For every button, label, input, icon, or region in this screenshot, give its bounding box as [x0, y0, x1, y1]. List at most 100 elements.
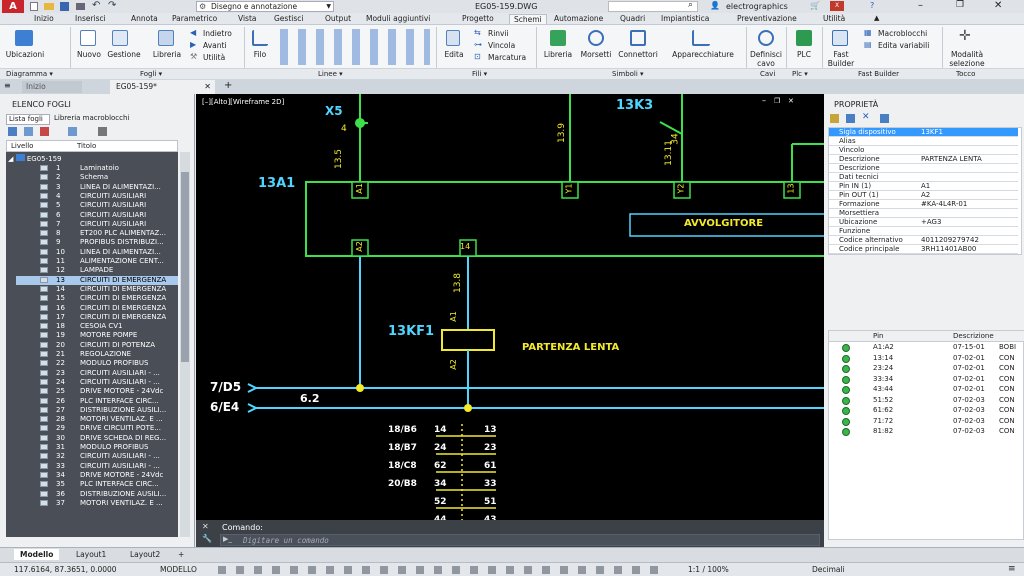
filo-button[interactable]: Filo [253, 50, 267, 59]
new-tab-button[interactable]: + [224, 80, 233, 91]
nuovo-button[interactable]: Nuovo [77, 50, 101, 59]
marcatura-button[interactable]: Marcatura [488, 53, 527, 62]
ribbon-group-label[interactable]: Diagramma ▾ [6, 70, 53, 78]
apparecchiature-button[interactable]: Apparecchiature [672, 50, 734, 59]
save-icon[interactable] [60, 2, 69, 11]
ribbon-group-label[interactable]: Fogli ▾ [140, 70, 163, 78]
model-space-button[interactable]: MODELLO [160, 565, 197, 574]
tab-impiantistica[interactable]: Impiantistica [661, 14, 710, 23]
tree-scrollbar[interactable] [180, 152, 190, 537]
tab-schemi[interactable]: Schemi [509, 14, 547, 24]
search-box[interactable] [608, 1, 698, 12]
property-row[interactable]: Alias [829, 137, 1018, 146]
customize-icon[interactable]: ≡ [1008, 564, 1016, 574]
property-value[interactable]: 4011209279742 [921, 236, 979, 244]
close-icon[interactable]: ✕ [202, 522, 209, 531]
property-row[interactable]: Dati tecnici [829, 173, 1018, 182]
tab-libreria-macroblocchi[interactable]: Libreria macroblocchi [54, 114, 130, 122]
tab-automazione[interactable]: Automazione [554, 14, 604, 23]
tab-progetto[interactable]: Progetto [462, 14, 494, 23]
property-value[interactable]: 13KF1 [921, 128, 943, 136]
rinvii-button[interactable]: Rinvii [488, 29, 509, 38]
line-tools-grid[interactable] [280, 29, 430, 65]
delete-sheet-icon[interactable] [40, 127, 49, 136]
open-icon[interactable] [44, 3, 54, 10]
add-sheet-icon[interactable] [8, 127, 17, 136]
tab-parametrico[interactable]: Parametrico [172, 14, 218, 23]
property-value[interactable]: A2 [921, 191, 931, 199]
col-titolo[interactable]: Titolo [77, 142, 97, 150]
scroll-thumb[interactable] [181, 172, 189, 362]
cart-icon[interactable]: 🛒 [810, 1, 820, 10]
property-row[interactable]: Vincolo [829, 146, 1018, 155]
undo-icon[interactable]: ↶ [92, 0, 101, 11]
property-value[interactable]: PARTENZA LENTA [921, 155, 982, 163]
annotation-scale[interactable]: 1:1 / 100% [688, 565, 729, 574]
tree-root[interactable]: ◢ EG05-159 [8, 154, 62, 163]
morsetti-button[interactable]: Morsetti [580, 50, 612, 59]
col-livello[interactable]: Livello [11, 142, 34, 150]
property-row[interactable]: Descrizione [829, 164, 1018, 173]
minimize-icon[interactable]: – [762, 96, 766, 105]
restore-icon[interactable]: ❐ [956, 0, 965, 10]
layout-tab[interactable]: Layout2 [130, 550, 161, 559]
cross-ref-icon[interactable]: ✕ [862, 112, 870, 122]
ribbon-minimize-icon[interactable]: ▲ [874, 14, 880, 22]
restore-icon[interactable]: ❐ [774, 97, 781, 105]
property-row[interactable]: Formazione#KA-4L4R-01 [829, 200, 1018, 209]
vincola-button[interactable]: Vincola [488, 41, 516, 50]
viewport-controls[interactable]: [–][Alto][Wireframe 2D] [202, 98, 285, 106]
exchange-icon[interactable]: X [830, 1, 844, 11]
property-row[interactable]: Morsettiera [829, 209, 1018, 218]
minimize-icon[interactable]: – [918, 0, 923, 11]
avanti-button[interactable]: Avanti [203, 41, 227, 50]
tab-moduli-aggiuntivi[interactable]: Moduli aggiuntivi [366, 14, 431, 23]
tab-inizio[interactable]: Inizio [34, 14, 54, 23]
macroblocchi-button[interactable]: Macroblocchi [878, 29, 928, 38]
connettori-button[interactable]: Connettori [618, 50, 658, 59]
tab-close-icon[interactable]: ✕ [204, 82, 211, 91]
libreria-button[interactable]: Libreria [152, 50, 182, 59]
plc-button[interactable]: PLC [797, 50, 811, 59]
utilita-button[interactable]: Utilità [203, 53, 226, 62]
ribbon-group-label[interactable]: Plc ▾ [792, 70, 808, 78]
layout-tab[interactable]: Layout1 [76, 550, 107, 559]
col-descrizione[interactable]: Descrizione [953, 332, 994, 340]
search-icon[interactable]: ⌕ [688, 0, 694, 10]
print-icon[interactable] [76, 3, 85, 10]
ubicazioni-button[interactable]: Ubicazioni [5, 50, 45, 59]
ribbon-group-label[interactable]: Simboli ▾ [612, 70, 644, 78]
ribbon-group-label[interactable]: Fast Builder [858, 70, 900, 78]
ribbon-group-label[interactable]: Fili ▾ [472, 70, 488, 78]
